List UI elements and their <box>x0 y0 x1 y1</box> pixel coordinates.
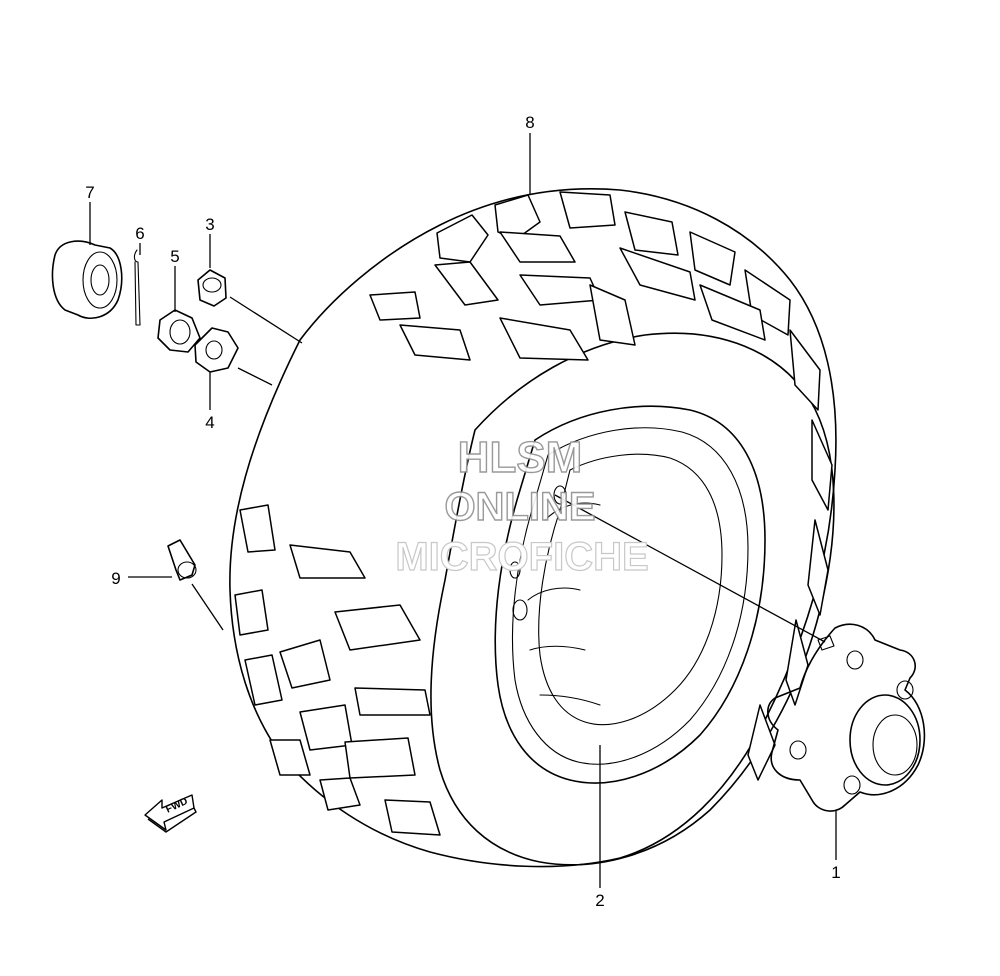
watermark-line-2: ONLINE <box>444 485 595 529</box>
callout-1: 1 <box>831 863 840 882</box>
tire <box>229 187 837 868</box>
watermark-line-3: MICROFICHE <box>395 535 648 579</box>
hub-cap <box>51 240 123 319</box>
callout-9: 9 <box>111 569 120 588</box>
wheel-rim <box>494 405 766 784</box>
callout-5: 5 <box>170 247 179 266</box>
callout-7: 7 <box>85 183 94 202</box>
leader-lines <box>89 133 837 888</box>
callout-8: 8 <box>525 113 534 132</box>
wheel-nut <box>197 269 227 307</box>
castle-nut <box>157 309 201 353</box>
callout-6: 6 <box>135 224 144 243</box>
tire-valve <box>167 539 197 581</box>
lock-washer <box>194 327 239 373</box>
callout-3: 3 <box>205 215 214 234</box>
watermark: HLSM ONLINE MICROFICHE <box>395 432 650 579</box>
fwd-arrow: FWD <box>144 794 197 833</box>
callout-2: 2 <box>595 891 604 910</box>
cotter-pin <box>133 249 141 326</box>
watermark-line-1: HLSM <box>458 433 583 482</box>
callout-4: 4 <box>205 413 214 432</box>
wheel-hub <box>767 623 926 812</box>
